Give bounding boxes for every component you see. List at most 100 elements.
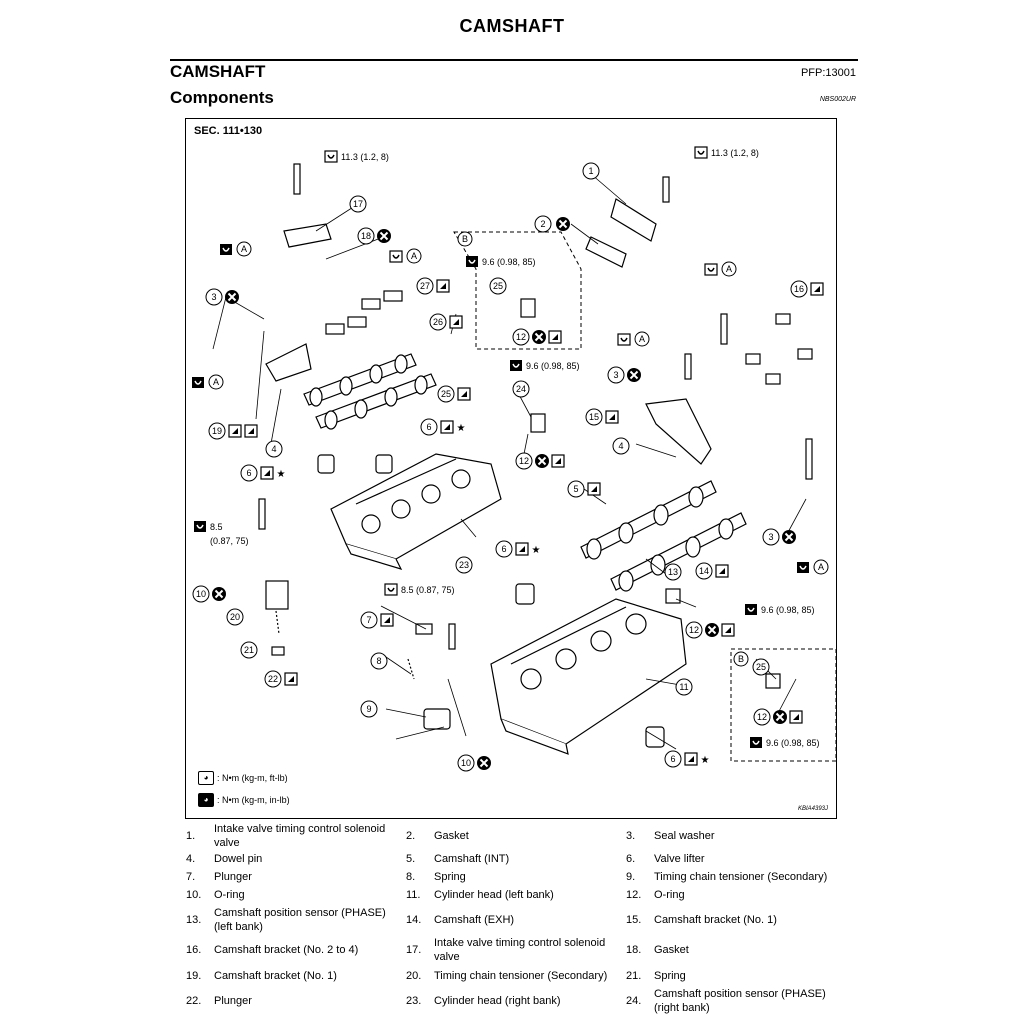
svg-text:4: 4 xyxy=(271,444,276,454)
part-item: 12.O-ring xyxy=(626,888,846,902)
callout-3-right: 3 xyxy=(762,528,797,546)
exploded-diagram: 1 2 3 3 3 4 4 5 6★ 6★ 6★ 6★ 7 8 9 10 10 … xyxy=(185,118,837,819)
part-name: Spring xyxy=(434,871,466,883)
torque-8-5-mid: 8.5 (0.87, 75) xyxy=(384,583,455,596)
svg-text:A: A xyxy=(411,251,417,261)
svg-text:17: 17 xyxy=(353,199,363,209)
torque-11-3-right: 11.3 (1.2, 8) xyxy=(694,146,759,159)
part-item: 22.Plunger xyxy=(186,994,406,1008)
part-number: 1. xyxy=(186,830,196,842)
svg-text:13: 13 xyxy=(668,567,678,577)
part-number: 19. xyxy=(186,970,202,982)
callout-4-right: 4 xyxy=(612,437,630,455)
page-header: CAMSHAFT xyxy=(459,16,565,36)
callout-1: 1 xyxy=(582,162,600,180)
pfp-code: PFP:13001 xyxy=(800,67,856,79)
part-number: 4. xyxy=(186,853,196,865)
solenoid-valve-left xyxy=(283,163,332,248)
callout-8: 8 xyxy=(370,652,388,670)
callout-6-b: 6★ xyxy=(240,464,286,482)
marker-a-right-bottom: A xyxy=(796,559,829,575)
callout-26: 26 xyxy=(429,313,463,331)
part-item: 10.O-ring xyxy=(186,888,406,902)
svg-text:14: 14 xyxy=(699,566,709,576)
svg-text:6: 6 xyxy=(501,544,506,554)
cylinder-head-right xyxy=(490,598,687,755)
part-name: Camshaft bracket (No. 1) xyxy=(214,970,337,982)
parts-row: 16.Camshaft bracket (No. 2 to 4)17.Intak… xyxy=(186,936,846,964)
callout-11: 11 xyxy=(675,678,693,696)
svg-text:11: 11 xyxy=(679,682,688,692)
svg-text:9.6 (0.98, 85): 9.6 (0.98, 85) xyxy=(482,257,536,267)
part-number: 23. xyxy=(406,995,422,1007)
part-name: Camshaft position sensor (PHASE) (right … xyxy=(654,988,826,1014)
marker-b-top: B xyxy=(457,231,473,247)
callout-23: 23 xyxy=(455,556,473,574)
legend-ft-lb: ◕ : N•m (kg-m, ft-lb) xyxy=(198,771,288,785)
solenoid-valve-right xyxy=(585,176,670,268)
part-item: 3. Seal washer xyxy=(626,829,846,843)
part-number: 13. xyxy=(186,914,202,926)
part-name: Seal washer xyxy=(654,830,715,842)
part-item: 2.Gasket xyxy=(406,829,626,843)
svg-text:9: 9 xyxy=(366,704,371,714)
part-name: Camshaft (EXH) xyxy=(434,914,515,926)
svg-text:8.5: 8.5 xyxy=(210,522,223,532)
part-name: Valve lifter xyxy=(654,853,705,865)
svg-text:11.3 (1.2, 8): 11.3 (1.2, 8) xyxy=(711,148,759,158)
torque-8-5-left: 8.5 (0.87, 75) xyxy=(193,520,249,546)
svg-text:B: B xyxy=(738,654,744,664)
svg-text:(0.87, 75): (0.87, 75) xyxy=(210,536,249,546)
svg-text:A: A xyxy=(818,562,824,572)
part-item: 23.Cylinder head (right bank) xyxy=(406,994,626,1008)
svg-text:22: 22 xyxy=(268,674,278,684)
torque-9-6-box-b: 9.6 (0.98, 85) xyxy=(465,255,536,268)
bolts xyxy=(258,313,813,650)
svg-text:A: A xyxy=(639,334,645,344)
svg-text:★: ★ xyxy=(277,469,286,480)
part-number: 11. xyxy=(406,889,421,901)
tensioner-left xyxy=(265,580,289,656)
part-name: Camshaft position sensor (PHASE) (left b… xyxy=(214,907,386,933)
svg-text:25: 25 xyxy=(441,389,451,399)
svg-text:12: 12 xyxy=(757,712,767,722)
callouts: 1 2 3 3 3 4 4 5 6★ 6★ 6★ 6★ 7 8 9 10 10 … xyxy=(192,162,824,772)
part-item: 9.Timing chain tensioner (Secondary) xyxy=(626,870,846,884)
callout-5: 5 xyxy=(567,480,601,498)
part-number: 7. xyxy=(186,871,196,883)
diagram-drawing: 1 2 3 3 3 4 4 5 6★ 6★ 6★ 6★ 7 8 9 10 10 … xyxy=(191,146,837,772)
callout-15: 15 xyxy=(585,408,619,426)
torque-wrench-filled-icon: ◕ xyxy=(198,793,214,807)
svg-text:24: 24 xyxy=(516,384,526,394)
svg-text:★: ★ xyxy=(701,755,710,766)
figure-code: KBIA4393J xyxy=(797,806,828,812)
torque-9-6-box-right: 9.6 (0.98, 85) xyxy=(749,736,820,749)
part-number: 24. xyxy=(626,995,642,1007)
callout-20: 20 xyxy=(226,608,244,626)
marker-b-right: B xyxy=(733,651,749,667)
svg-text:4: 4 xyxy=(618,441,623,451)
torque-wrench-icon: ◕ xyxy=(198,771,214,785)
part-number: 6. xyxy=(626,853,636,865)
torque-11-3-left: 11.3 (1.2, 8) xyxy=(324,150,389,163)
part-item: 6. Valve lifter xyxy=(626,852,846,866)
part-item: 24. Camshaft position sensor (PHASE) (rig… xyxy=(626,987,846,1015)
svg-text:26: 26 xyxy=(433,317,443,327)
part-number: 2. xyxy=(406,830,416,842)
callout-24: 24 xyxy=(512,380,530,398)
svg-text:6: 6 xyxy=(426,422,431,432)
svg-text:16: 16 xyxy=(794,284,804,294)
detail-box-b-right xyxy=(730,648,837,762)
subsection-title: Components xyxy=(170,88,274,107)
part-number: 3. xyxy=(626,830,636,842)
part-name: Camshaft (INT) xyxy=(434,853,510,865)
part-number: 14. xyxy=(406,914,422,926)
part-item: 5.Camshaft (INT) xyxy=(406,852,626,866)
svg-text:12: 12 xyxy=(689,625,699,635)
svg-text:1: 1 xyxy=(588,166,593,176)
legend-in-lb: ◕ : N•m (kg-m, in-lb) xyxy=(198,793,290,807)
part-number: 15. xyxy=(626,914,642,926)
svg-text:A: A xyxy=(726,264,732,274)
camshaft-exh-left xyxy=(315,373,437,430)
svg-text:21: 21 xyxy=(244,645,254,655)
